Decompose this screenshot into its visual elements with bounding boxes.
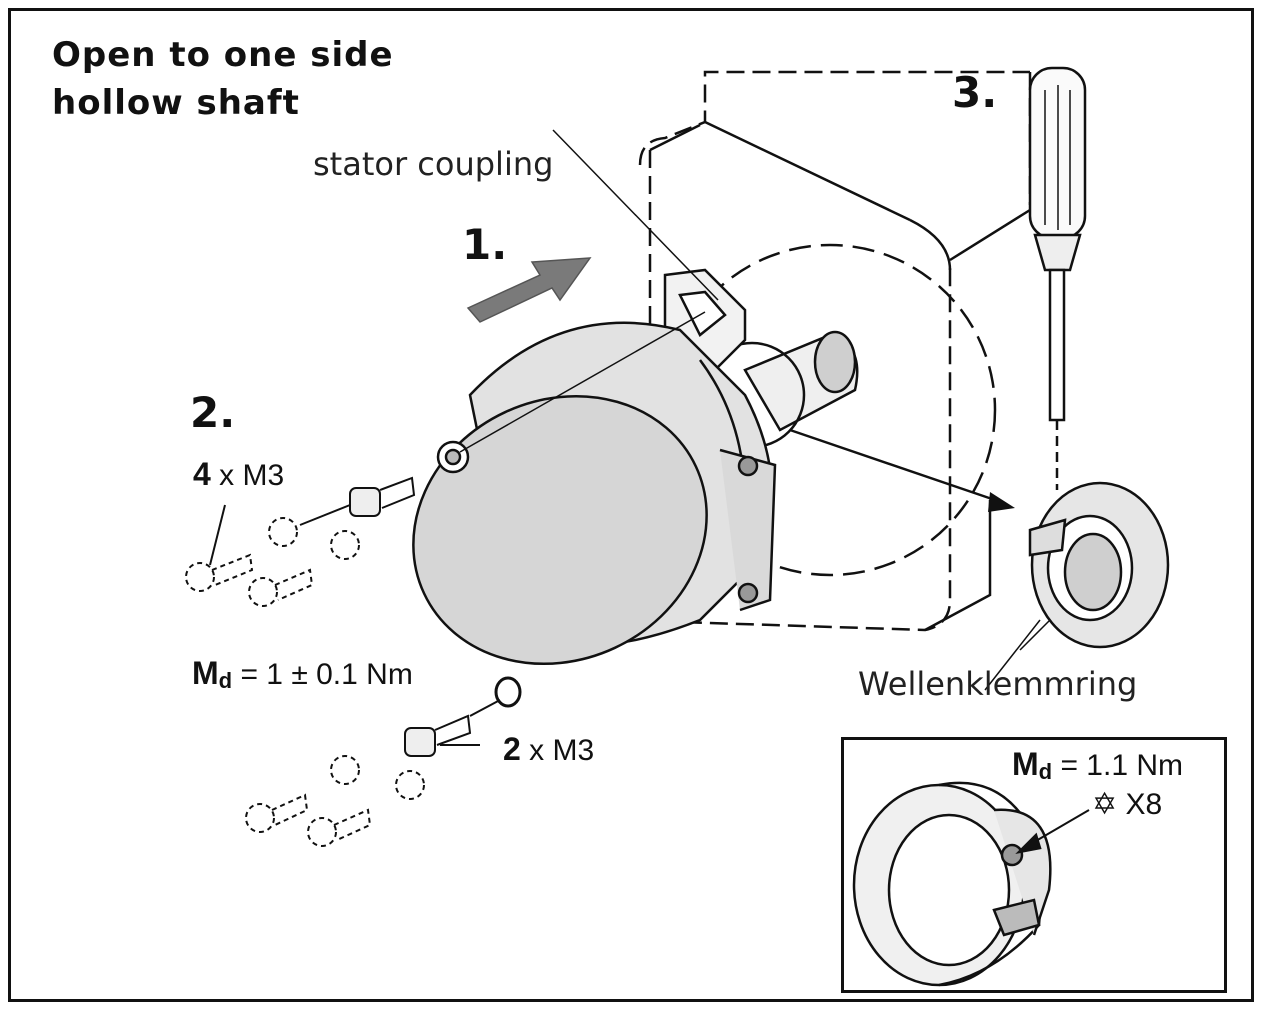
clamp-ring-detail [852, 781, 1090, 987]
screwdriver-icon [1028, 66, 1087, 490]
shaft-clamp-ring [1019, 481, 1170, 651]
screws-4-count: 4 [193, 456, 211, 492]
screws-2xm3 [245, 676, 522, 847]
ring-torque-symbol: M [1012, 746, 1039, 782]
hollow-shaft [698, 330, 859, 449]
screws-2-spec: x M3 [520, 734, 595, 767]
step-2-label: 2. [190, 388, 236, 437]
step-3-label: 3. [952, 68, 998, 117]
alignment-line [459, 311, 706, 453]
clamp-ring-label: Wellenklemmring [858, 665, 1138, 703]
torx-size: X8 [1125, 788, 1163, 821]
screws-4-spec: x M3 [210, 459, 285, 492]
arrow-icon [466, 257, 592, 323]
outer-frame [8, 8, 1254, 1002]
encoder-torque-symbol: M [192, 655, 219, 691]
step-1-label: 1. [462, 220, 508, 269]
torx-star-icon: ✡ [1092, 788, 1118, 821]
encoder-torque-value: = 1 ± 0.1 Nm [232, 658, 413, 691]
screws-2-count: 2 [503, 731, 521, 767]
title-line-2: hollow shaft [52, 83, 300, 123]
encoder-body [412, 321, 777, 666]
clamp-ring-detail-inset [841, 737, 1227, 993]
stator-coupling-label: stator coupling [313, 145, 554, 183]
encoder-torque-subscript: d [218, 668, 233, 693]
ring-torque-subscript: d [1038, 759, 1053, 784]
screws-4xm3 [185, 476, 416, 607]
ring-torque-label: Md = 1.1 Nm [1012, 748, 1183, 783]
ring-torque-value: = 1.1 Nm [1052, 749, 1183, 782]
title-line-1: Open to one side [52, 35, 394, 75]
screws-2-label: 2 x M3 [503, 733, 594, 766]
torx-label: ✡ X8 [1092, 790, 1162, 820]
screws-4-label: 4 x M3 [193, 458, 284, 491]
leader-stator [552, 129, 719, 301]
encoder-torque-label: Md = 1 ± 0.1 Nm [192, 657, 413, 692]
